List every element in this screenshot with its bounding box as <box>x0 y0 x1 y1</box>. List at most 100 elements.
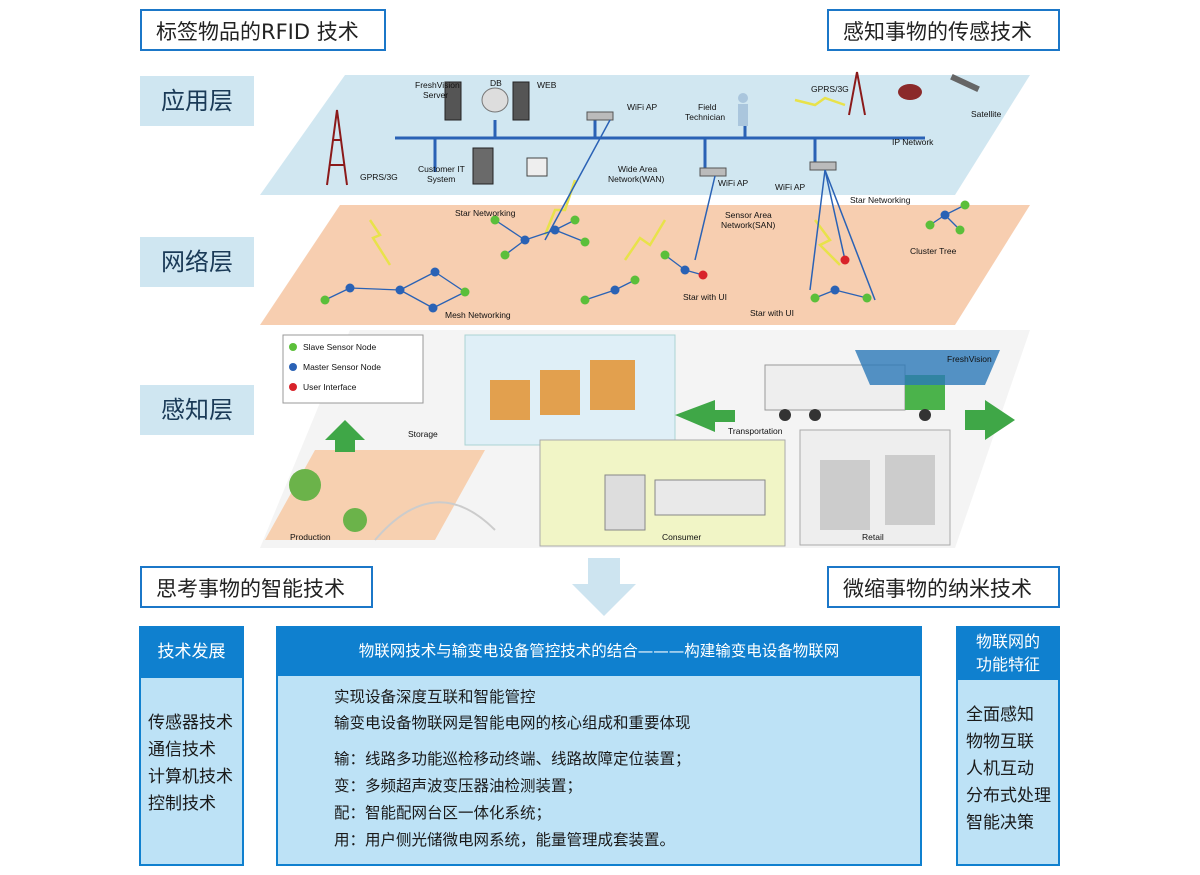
retail-scene <box>799 429 951 546</box>
field-technician-label-1: Field <box>698 102 717 112</box>
storage-scene <box>464 334 676 446</box>
legend-master-label: Master Sensor Node <box>303 362 381 372</box>
flow-arrows <box>325 400 1015 452</box>
nano-tech-label: 微缩事物的纳米技术 <box>843 577 1032 601</box>
tech-item: 计算机技术 <box>148 767 233 787</box>
iot-features-header-line: 功能特征 <box>975 655 1040 674</box>
node-markers <box>320 200 970 313</box>
down-arrow-icon <box>572 558 636 616</box>
wifi-ap-mid-label: WiFi AP <box>718 178 749 188</box>
network-layer-plane <box>260 205 1030 325</box>
legend-slave-label: Slave Sensor Node <box>303 342 377 352</box>
integration-intro-line: 实现设备深度互联和智能管控 <box>334 688 536 706</box>
production-scene <box>265 450 496 541</box>
customer-it-label-2: System <box>427 174 455 184</box>
field-technician-icon <box>738 93 748 103</box>
freshvision-server-label-2: Server <box>423 90 448 100</box>
cell-tower-right-icon <box>848 71 866 116</box>
iot-features-panel: 物联网的 功能特征 全面感知 物物互联 人机互动 分布式处理 智能决策 <box>956 626 1060 866</box>
storage-label: Storage <box>408 429 438 439</box>
feature-item: 全面感知 <box>966 705 1034 725</box>
integration-header: 物联网技术与输变电设备管控技术的结合———构建输变电设备物联网 <box>276 626 922 676</box>
cluster-tree-label: Cluster Tree <box>910 246 957 256</box>
production-label: Production <box>290 532 331 542</box>
application-layer-label: 应用层 <box>140 76 254 126</box>
ip-network-label: IP Network <box>892 137 934 147</box>
integration-item: 输：线路多功能巡检移动终端、线路故障定位装置； <box>334 750 691 768</box>
gprs-left-label: GPRS/3G <box>360 172 398 182</box>
star-with-ui-mid-label: Star with UI <box>683 292 727 302</box>
tech-development-header: 技术发展 <box>139 626 244 678</box>
freshvision-server-icon <box>444 81 462 121</box>
iot-features-header: 物联网的 功能特征 <box>956 626 1060 680</box>
web-server-icon <box>512 81 530 121</box>
perception-layer-text: 感知层 <box>161 396 233 424</box>
iot-features-header-line: 物联网的 <box>975 632 1040 651</box>
integration-body: 实现设备深度互联和智能管控 输变电设备物联网是智能电网的核心组成和重要体现 输：… <box>276 676 922 866</box>
field-technician-body <box>738 104 748 126</box>
consumer-scene <box>539 439 786 547</box>
feature-item: 物物互联 <box>966 732 1034 752</box>
transportation-label: Transportation <box>728 426 783 436</box>
perception-layer-label: 感知层 <box>140 385 254 435</box>
satellite-icon <box>950 73 980 93</box>
iot-architecture-diagram: FreshVision Server DB WEB WiFi AP Field … <box>260 71 1030 548</box>
star-networking-right-label: Star Networking <box>850 195 911 205</box>
monitor-icon <box>526 157 548 177</box>
integration-item: 用：用户侧光储微电网系统，能量管理成套装置。 <box>334 831 676 849</box>
legend <box>282 334 424 404</box>
intelligent-tech-box: 思考事物的智能技术 <box>140 566 373 608</box>
web-label: WEB <box>537 80 557 90</box>
satellite-label: Satellite <box>971 109 1002 119</box>
wan-label-2: Network(WAN) <box>608 174 665 184</box>
san-label-2: Network(SAN) <box>721 220 775 230</box>
diagram-labels: FreshVision Server DB WEB WiFi AP Field … <box>290 78 1002 542</box>
ip-network-bus <box>395 118 925 172</box>
san-label-1: Sensor Area <box>725 210 772 220</box>
mesh-networking-label: Mesh Networking <box>445 310 511 320</box>
application-layer-text: 应用层 <box>161 87 233 115</box>
tech-development-body: 传感器技术 通信技术 计算机技术 控制技术 <box>139 678 244 866</box>
rfid-tech-label: 标签物品的RFID 技术 <box>156 20 359 44</box>
transportation-truck <box>764 350 1000 421</box>
legend-ui-label: User Interface <box>303 382 357 392</box>
star-networking-left-label: Star Networking <box>455 208 516 218</box>
gprs-top-label: GPRS/3G <box>811 84 849 94</box>
wan-label-1: Wide Area <box>618 164 657 174</box>
feature-item: 人机互动 <box>966 759 1034 779</box>
tech-item: 控制技术 <box>148 794 216 814</box>
retail-label: Retail <box>862 532 884 542</box>
wifi-ap-mid-icon <box>699 167 727 177</box>
integration-item: 配：智能配网台区一体化系统； <box>334 804 552 822</box>
wifi-ap-right-label: WiFi AP <box>775 182 806 192</box>
sensing-tech-label: 感知事物的传感技术 <box>843 20 1032 44</box>
network-layer-text: 网络层 <box>161 248 233 276</box>
integration-panel: 物联网技术与输变电设备管控技术的结合———构建输变电设备物联网 实现设备深度互联… <box>276 626 922 866</box>
feature-item: 分布式处理 <box>966 786 1051 806</box>
network-layer-label: 网络层 <box>140 237 254 287</box>
integration-item: 变：多频超声波变压器油检测装置； <box>334 777 583 795</box>
tech-development-panel: 技术发展 传感器技术 通信技术 计算机技术 控制技术 <box>139 626 244 866</box>
intelligent-tech-label: 思考事物的智能技术 <box>156 577 345 601</box>
customer-it-server-icon <box>472 147 494 185</box>
tech-item: 通信技术 <box>148 740 216 760</box>
freshvision-server-label-1: FreshVision <box>415 80 460 90</box>
network-drop-lines <box>544 119 876 301</box>
rfid-tech-box: 标签物品的RFID 技术 <box>140 9 386 51</box>
wifi-ap-right-icon <box>809 161 837 171</box>
cell-tower-left-icon <box>326 109 348 186</box>
customer-it-label-1: Customer IT <box>418 164 465 174</box>
mesh-edges <box>324 204 966 309</box>
iot-features-body: 全面感知 物物互联 人机互动 分布式处理 智能决策 <box>956 680 1060 866</box>
satellite-dish-icon <box>898 84 922 100</box>
tech-item: 传感器技术 <box>148 713 233 733</box>
db-label: DB <box>490 78 502 88</box>
consumer-label: Consumer <box>662 532 701 542</box>
integration-intro-line: 输变电设备物联网是智能电网的核心组成和重要体现 <box>334 714 691 732</box>
freshvision-ship-label: FreshVision <box>947 354 992 364</box>
field-technician-label-2: Technician <box>685 112 725 122</box>
sensing-tech-box: 感知事物的传感技术 <box>827 9 1060 51</box>
feature-item: 智能决策 <box>966 813 1034 833</box>
star-with-ui-right-label: Star with UI <box>750 308 794 318</box>
db-icon <box>481 87 509 113</box>
